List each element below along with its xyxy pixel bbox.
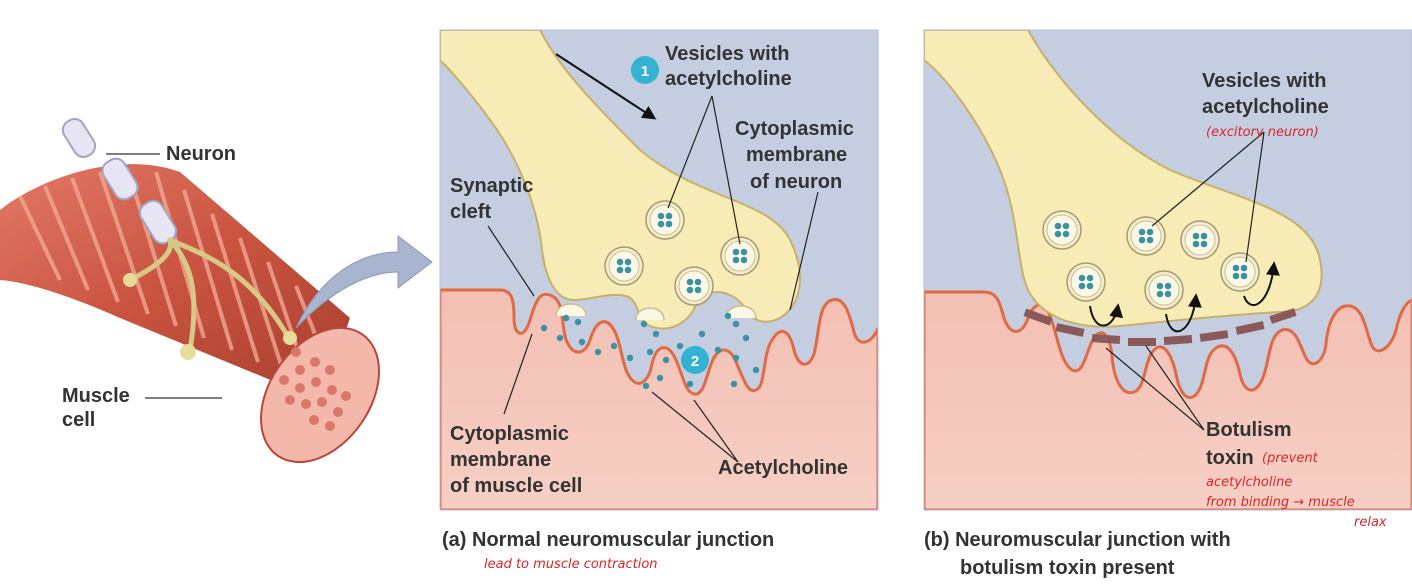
vesicle-b4 — [1066, 262, 1106, 302]
zoom-arrow — [295, 234, 433, 329]
neuron-terminal-a — [440, 30, 802, 330]
muscle-striations — [18, 169, 332, 381]
panel-b: Vesicles with acetylcholine (excitory ne… — [923, 29, 1412, 579]
panel-a: 1 2 Vesicles with acetylcholine Cytoplas… — [439, 29, 879, 572]
vesicles-label-line2: acetylcholine — [665, 68, 792, 90]
vesicle-b2 — [1126, 216, 1166, 256]
step2-number: 2 — [691, 353, 699, 370]
caption-b-line1: (b) Neuromuscular junction with — [924, 529, 1231, 551]
neuron-terminal-b — [924, 30, 1323, 328]
step1-badge — [631, 56, 659, 84]
botulism-toxin-blocks — [1023, 308, 1297, 346]
membrane-neuron-line2: membrane — [746, 144, 847, 166]
toxin-label-line1: Botulism — [1206, 419, 1292, 441]
vesicle-b1 — [1042, 210, 1082, 250]
acetylcholine-label: Acetylcholine — [718, 457, 848, 479]
muscle-membrane-a — [440, 288, 878, 510]
vesicle-a1 — [645, 200, 685, 240]
step2-badge — [681, 346, 709, 374]
acetylcholine-molecules-a — [540, 312, 760, 390]
caption-a: (a) Normal neuromuscular junction — [442, 529, 774, 551]
synaptic-cleft-line1: Synaptic — [450, 175, 533, 197]
left-muscle-illustration: Neuron Muscle cell — [0, 117, 433, 464]
membrane-neuron-line3: of neuron — [750, 171, 842, 193]
membrane-neuron-line1: Cytoplasmic — [735, 118, 854, 140]
handwritten-toxin-line3: from binding → muscle — [1206, 495, 1355, 510]
vesicles-b-line2: acetylcholine — [1202, 96, 1329, 118]
membrane-muscle-line2: membrane — [450, 449, 551, 471]
handwritten-vesicles-note: (excitory neuron) — [1206, 125, 1319, 140]
blocked-release-arrows — [1089, 261, 1280, 333]
muscle-membrane-b — [924, 290, 1412, 510]
neuron-label: Neuron — [166, 143, 236, 165]
muscle-label-line2: cell — [62, 409, 95, 431]
caption-b-line2: botulism toxin present — [960, 557, 1175, 579]
membrane-muscle-line3: of muscle cell — [450, 475, 582, 497]
vesicle-b3 — [1180, 220, 1220, 260]
synaptic-cleft-line2: cleft — [450, 201, 491, 223]
impulse-arrow — [555, 53, 657, 120]
muscle-label-line1: Muscle — [62, 385, 130, 407]
myofibril-dots — [279, 347, 351, 431]
muscle-cross-section — [260, 326, 380, 464]
handwritten-toxin-line1: (prevent — [1262, 451, 1319, 466]
handwritten-toxin-line4: relax — [1354, 515, 1387, 530]
membrane-muscle-line1: Cytoplasmic — [450, 423, 569, 445]
toxin-label-line2: toxin — [1206, 447, 1254, 469]
vesicle-a3 — [604, 246, 644, 286]
handwritten-toxin-line2: acetylcholine — [1206, 475, 1292, 490]
vesicle-b6 — [1220, 252, 1260, 292]
handwritten-note-a: lead to muscle contraction — [484, 557, 658, 572]
vesicle-b5 — [1144, 270, 1184, 310]
vesicles-label-line1: Vesicles with — [665, 43, 790, 65]
vesicles-b-line1: Vesicles with — [1202, 70, 1327, 92]
step1-number: 1 — [641, 63, 649, 80]
vesicle-a4 — [674, 266, 714, 306]
